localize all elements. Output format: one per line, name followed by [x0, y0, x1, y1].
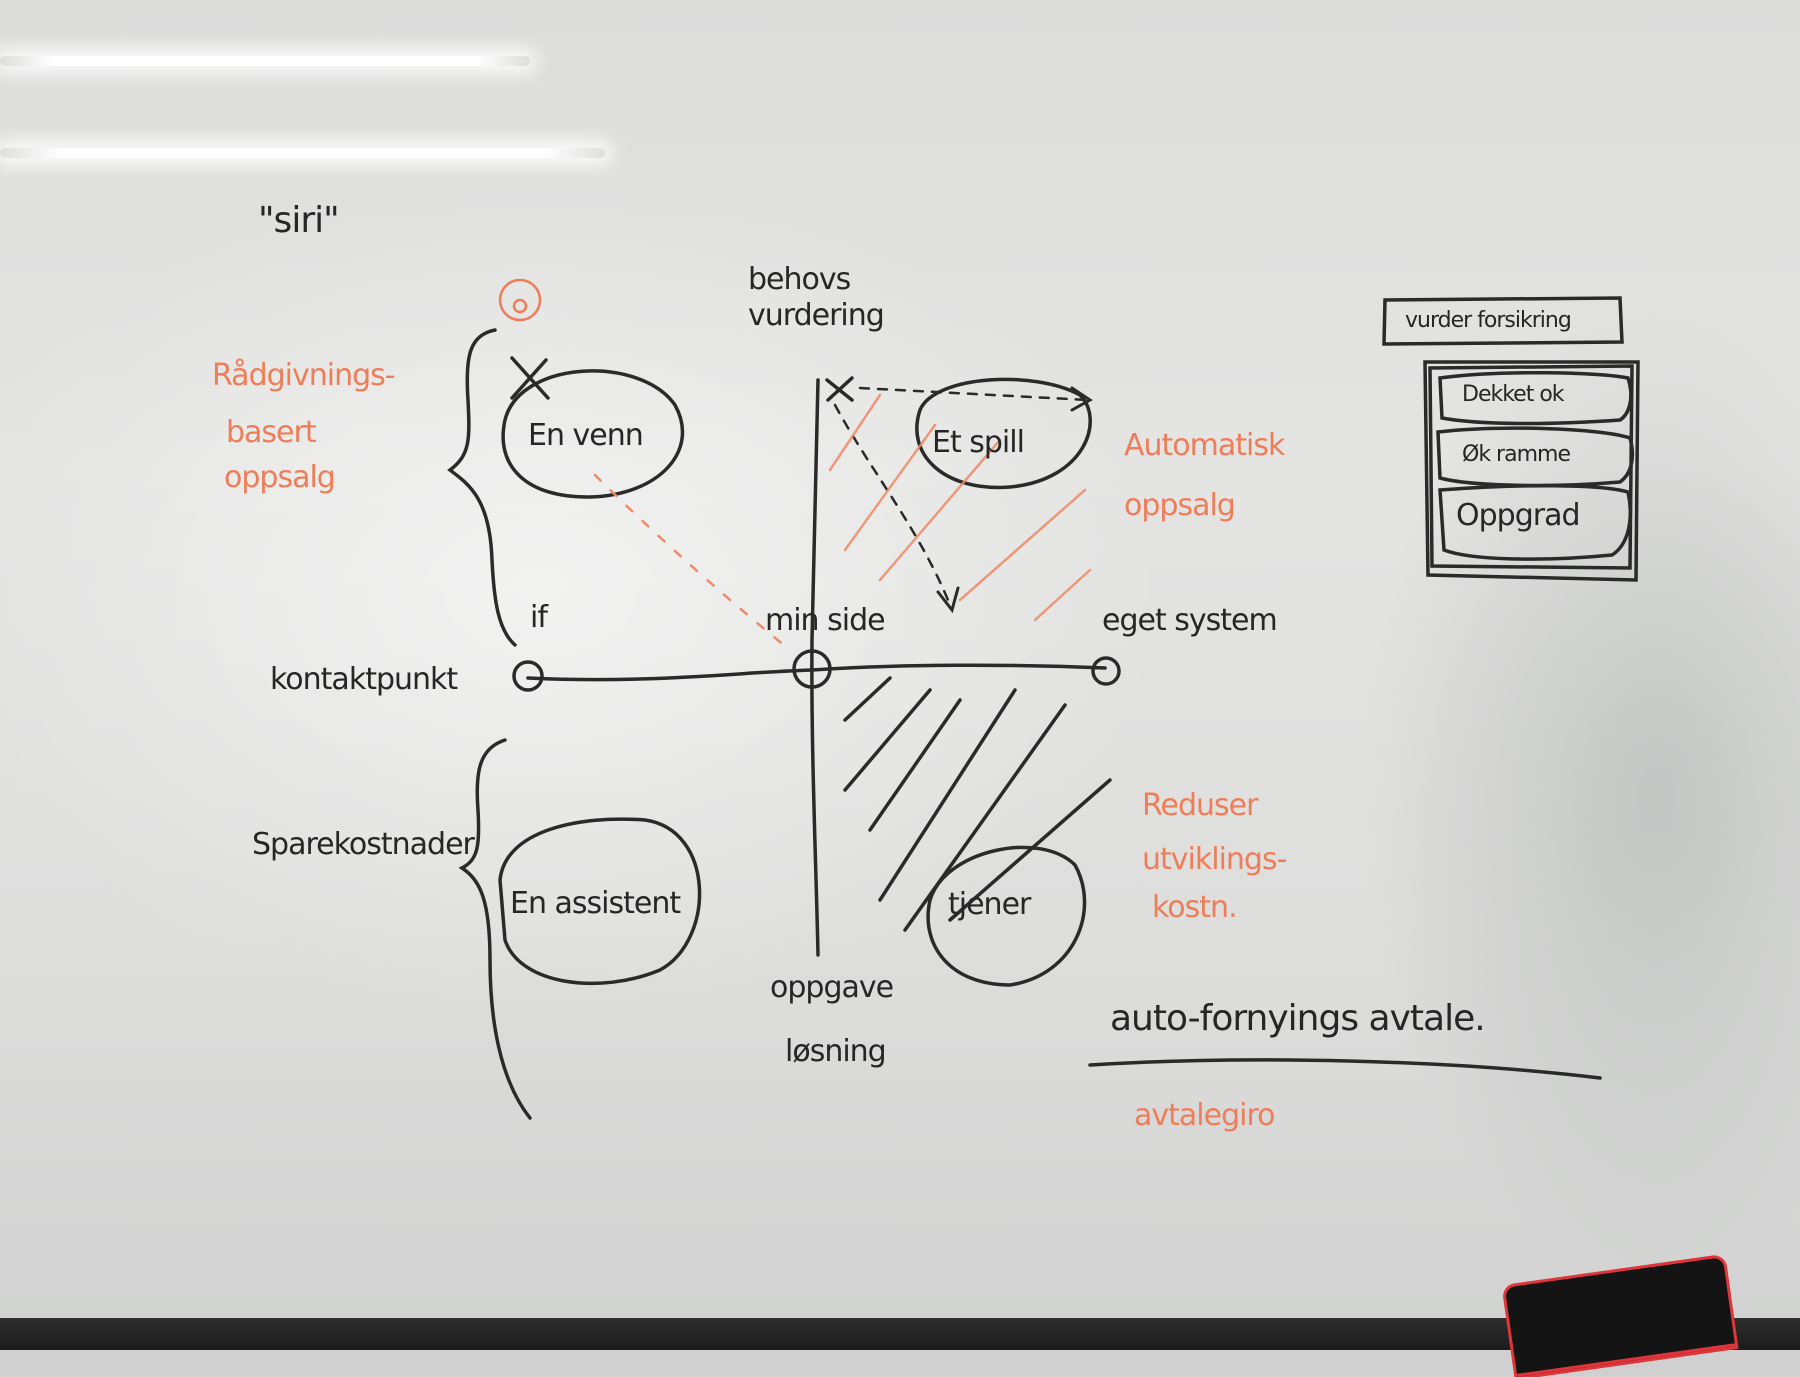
hatch-line — [878, 688, 1017, 902]
arrow-head — [936, 586, 960, 614]
circle-label-bottom-left: En assistent — [510, 886, 681, 921]
marker-drawing — [447, 278, 1640, 1120]
mockup-header: vurder forsikring — [1405, 308, 1572, 333]
circle-label-bottom-right: tjener — [948, 887, 1031, 922]
axis-node-left — [512, 660, 544, 692]
note-left-bottom: Sparekostnader — [252, 827, 475, 862]
brace-bottom — [458, 738, 532, 1120]
mockup-option-box — [1438, 483, 1632, 561]
axis-bottom-line1: oppgave — [770, 970, 894, 1005]
mockup-option-1: Dekket ok — [1462, 382, 1565, 407]
light-reflection — [0, 56, 530, 66]
axis-node-center — [792, 649, 832, 689]
axis-node-right — [1091, 656, 1121, 686]
axis-top-line2: vurdering — [748, 298, 885, 333]
light-reflection — [0, 148, 605, 158]
hatch-orange — [958, 488, 1087, 602]
whiteboard: "siri" behovs vurdering kontaktpunkt if … — [0, 0, 1800, 1320]
hatch-line — [843, 676, 892, 722]
hatch-line — [903, 703, 1067, 932]
mockup-frame — [1423, 360, 1640, 582]
dashed-arrow-right — [858, 386, 1090, 402]
note-right-top-line2: oppsalg — [1124, 488, 1236, 523]
axis-right-label: eget system — [1102, 603, 1278, 638]
hatch-orange — [828, 393, 882, 472]
hatch-orange — [843, 423, 937, 552]
arrow-head — [1070, 386, 1093, 412]
mockup-option-3: Oppgrad — [1456, 498, 1581, 533]
axis-left-label: kontaktpunkt — [270, 662, 458, 697]
note-right-bottom-line2: utviklings- — [1142, 842, 1287, 877]
mockup-header-box — [1382, 296, 1624, 346]
mockup-option-box — [1436, 426, 1635, 488]
axis-node-left-label: if — [530, 600, 548, 635]
circle-bottom-left — [498, 817, 702, 986]
note-bottom-orange: avtalegiro — [1134, 1098, 1275, 1133]
note-right-top-line1: Automatisk — [1124, 428, 1285, 463]
circle-label-top-right: Et spill — [932, 425, 1025, 460]
note-right-bottom-line3: kostn. — [1152, 890, 1238, 925]
note-left-top-line3: oppsalg — [224, 460, 336, 495]
dashed-arrow-down — [833, 403, 952, 607]
x-mark-axis — [825, 376, 854, 402]
brace-top — [447, 328, 517, 647]
mockup-frame-inner — [1428, 364, 1634, 570]
pig-snout — [512, 298, 528, 314]
hatch-line — [868, 698, 962, 832]
note-left-top-line2: basert — [226, 415, 317, 450]
hatch-orange — [1033, 568, 1092, 622]
board-title: "siri" — [258, 200, 340, 241]
pig-icon — [498, 278, 542, 322]
mockup-option-box — [1438, 371, 1633, 426]
circle-bottom-right — [926, 845, 1087, 987]
axis-bottom-line2: løsning — [785, 1034, 887, 1069]
x-mark-top-left — [510, 356, 550, 400]
vertical-axis — [810, 378, 820, 957]
hatch-line — [843, 688, 932, 792]
circle-top-right — [915, 377, 1092, 490]
hatch-line — [948, 778, 1112, 922]
hatch-orange — [878, 438, 1002, 582]
axis-top-line1: behovs — [748, 262, 851, 297]
circle-top-left — [501, 369, 685, 499]
dashed-orange-diagonal — [593, 473, 792, 652]
underline — [1088, 1058, 1602, 1080]
mockup-option-2: Øk ramme — [1462, 442, 1571, 467]
horizontal-axis — [526, 663, 1107, 682]
note-right-bottom-line1: Reduser — [1142, 788, 1258, 823]
note-underlined: auto-fornyings avtale. — [1110, 998, 1486, 1039]
axis-node-center-label: min side — [765, 603, 886, 638]
circle-label-top-left: En venn — [528, 418, 644, 453]
note-left-top-line1: Rådgivnings- — [212, 358, 396, 393]
marker-tray — [0, 1318, 1800, 1350]
